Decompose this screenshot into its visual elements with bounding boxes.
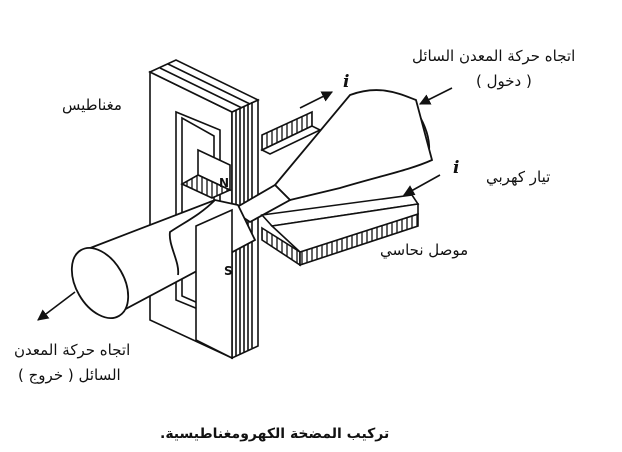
north-pole-label: N	[219, 176, 230, 190]
current-label: تيار كهربي	[486, 168, 551, 186]
direction-arrows	[37, 87, 453, 321]
flow-out-label-line2: السائل ( خروج )	[18, 366, 121, 384]
flow-in-label-line2: ( دخول )	[476, 72, 532, 90]
flow-in-arrow	[418, 87, 453, 105]
figure-caption: تركيب المضخة الكهرومغناطيسية.	[160, 426, 390, 442]
copper-conductor-label: موصل نحاسي	[380, 241, 469, 259]
south-pole-label: S	[224, 264, 233, 278]
current-symbol-right: i	[453, 158, 460, 178]
front-magnet-plate	[195, 208, 233, 360]
current-right-arrow	[403, 174, 441, 196]
magnet-label: مغناطيس	[62, 96, 122, 114]
flow-out-arrow	[37, 291, 76, 321]
lower-copper-conductor	[260, 194, 420, 267]
flow-in-label-line1: اتجاه حركة المعدن السائل	[412, 47, 576, 65]
current-top-arrow	[299, 91, 334, 109]
flow-out-label-line1: اتجاه حركة المعدن	[14, 341, 131, 359]
current-symbol-top: i	[343, 72, 350, 92]
